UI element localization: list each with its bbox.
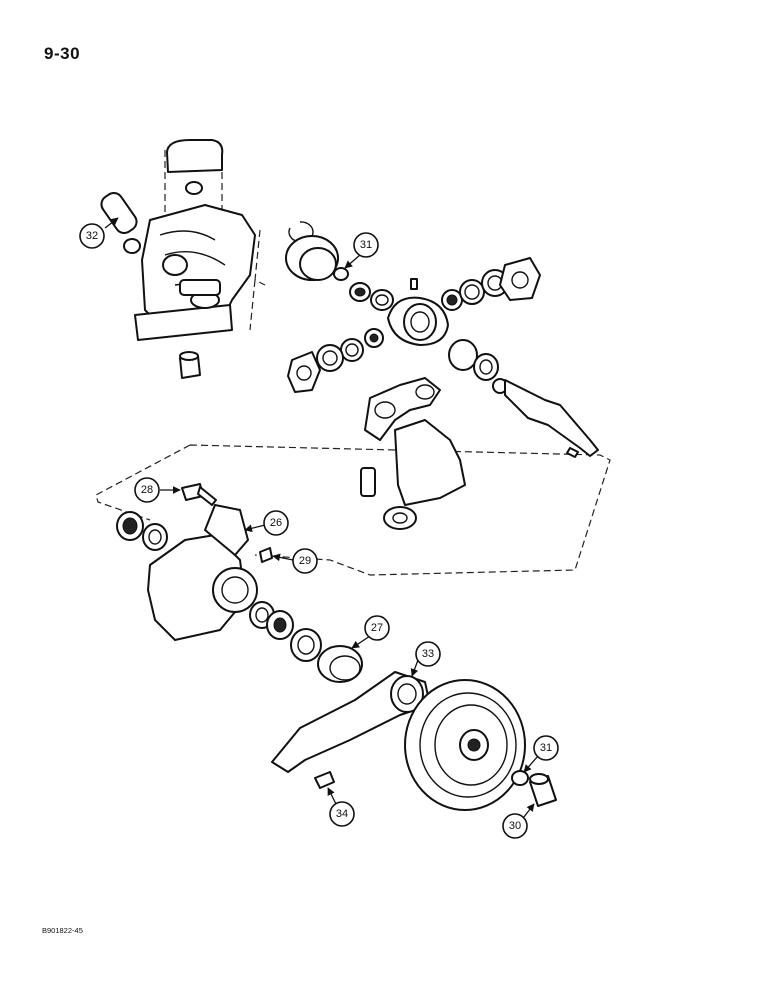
svg-text:29: 29 [299, 555, 311, 567]
yoke-bracket [364, 377, 466, 506]
callout-31-lower: 31 [533, 735, 559, 761]
callout-27: 27 [364, 615, 390, 641]
grease-fitting-29 [259, 547, 273, 563]
callout-28: 28 [134, 477, 160, 503]
callout-29: 29 [292, 548, 318, 574]
nut-31-upper [333, 267, 349, 281]
svg-text:26: 26 [270, 517, 282, 529]
bearing-hub [266, 610, 294, 640]
bearing-right-1 [441, 289, 463, 311]
washer-lower-1 [340, 338, 364, 362]
svg-text:34: 34 [336, 808, 348, 820]
leader-27 [351, 635, 371, 649]
callout-30: 30 [502, 813, 528, 839]
bushing-lower [383, 506, 417, 530]
svg-text:28: 28 [141, 484, 153, 496]
callout-32: 32 [79, 223, 105, 249]
callout-34: 34 [329, 801, 355, 827]
differential-body [387, 296, 449, 346]
sleeve-upper [285, 235, 339, 281]
leader-31-lower [523, 755, 539, 773]
bearing-upper-1 [349, 282, 371, 302]
washer-right-1 [459, 279, 485, 305]
pin-32 [100, 192, 138, 234]
flange-plate-left [287, 351, 321, 393]
callout-31-upper: 31 [353, 232, 379, 258]
callout-26: 26 [263, 510, 289, 536]
washer-lower-2 [316, 344, 344, 372]
svg-text:30: 30 [509, 820, 521, 832]
bushing-bottom [179, 351, 201, 379]
pulley-wheel [404, 679, 526, 811]
small-bushing-left [123, 238, 141, 254]
svg-text:27: 27 [371, 622, 383, 634]
leader-26 [244, 524, 266, 533]
leader-33 [410, 659, 419, 677]
svg-text:33: 33 [422, 648, 434, 660]
svg-text:32: 32 [86, 230, 98, 242]
bearing-lower-left [364, 328, 384, 348]
bearing-28-left [116, 511, 144, 541]
document-code: B901822-45 [42, 926, 83, 935]
sleeve-27 [317, 645, 363, 683]
flange-plate-right [499, 257, 541, 301]
callout-33: 33 [415, 641, 441, 667]
seal-ring-right [448, 339, 499, 381]
leader-31-upper [344, 254, 361, 269]
hub-26 [147, 504, 258, 641]
svg-text:31: 31 [360, 239, 372, 251]
plug-top [185, 181, 203, 195]
pin-vertical [360, 467, 376, 497]
axle-stub [492, 378, 599, 457]
dashed-boundary-upper [249, 229, 266, 331]
leader-29 [272, 553, 294, 562]
washer-clip-34 [314, 771, 335, 789]
key-small [566, 447, 579, 458]
grease-fitting-upper [410, 278, 418, 290]
bearing-hub-2 [290, 628, 322, 662]
bolt-28 [181, 483, 217, 506]
leader-32 [104, 217, 119, 229]
race-left [142, 523, 168, 551]
svg-text:31: 31 [540, 742, 552, 754]
page-number: 9-30 [44, 44, 81, 63]
dashed-boundary-lower [95, 444, 611, 576]
bushing-30 [529, 773, 557, 807]
upper-housing [134, 139, 256, 341]
arm-33 [271, 671, 431, 773]
nut-31-lower [511, 770, 529, 786]
bearing-upper-2 [370, 289, 394, 311]
